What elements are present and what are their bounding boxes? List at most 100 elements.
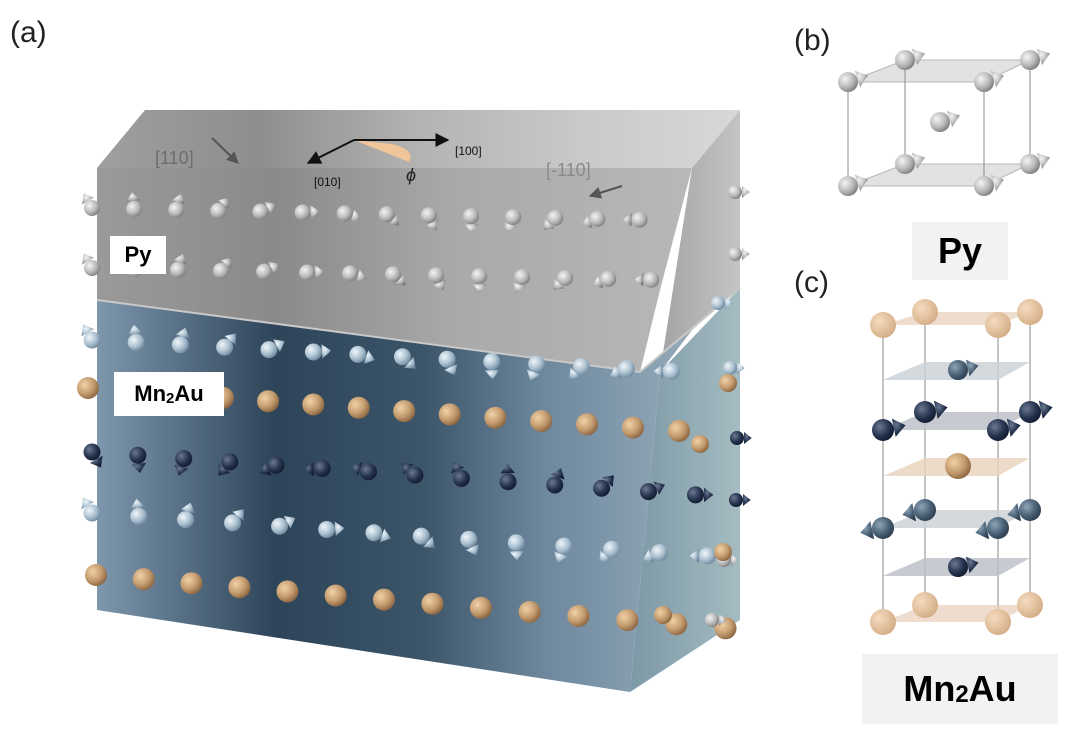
mn-spin-light [599,540,621,563]
py-cell-bottom-plane [847,163,1031,187]
py-spin [213,257,232,279]
mn-spin-dark [451,462,470,487]
au-atom [621,416,644,439]
mn-cell-spin-mid [1007,499,1041,522]
py-spin [294,204,320,221]
mn-spin-light [171,327,190,354]
mn-spin-dark [593,475,614,497]
py-cell-spin [1020,152,1050,174]
au-cell-atom [985,609,1011,635]
mn2au-side-face [630,288,740,692]
mn-spin-side [711,296,733,310]
mn-spin-dark [129,446,147,474]
py-spin [463,208,480,233]
py-spin [513,269,531,293]
au-atom [530,410,553,432]
au-atom [438,403,461,426]
py-spin [210,197,229,219]
au-atom [372,588,395,611]
mn-spin-dark [83,443,103,468]
py-side-face [660,110,740,372]
angle-wedge [354,140,411,162]
mn-cell-spin-mid [902,499,936,522]
mn-spin-dark [401,463,424,484]
au-atom [668,419,691,442]
au-atom-side [691,435,709,453]
au-atom [228,576,251,599]
mn-spin-dark [687,486,714,504]
py-spin [471,268,488,293]
slab-atoms [77,185,752,640]
au-atom [469,596,492,619]
py-spin [504,209,522,233]
au-atom-side [719,374,737,392]
direction-m110-label: [-110] [546,160,591,180]
mn-spin-dark [351,462,377,481]
py-spin [336,205,361,223]
mn-spin-light [127,324,145,351]
mn-cell-spin-mid [860,517,894,540]
mn-spin-light [393,348,416,369]
py-cell-atoms [838,48,1050,196]
py-spin [378,206,400,226]
angle-phi-label: ϕ [406,165,416,185]
py-spin [581,210,606,229]
panel-label-b: (b) [794,24,831,57]
direction-110-label: [110] [155,148,194,168]
mn-spin-light [653,362,680,380]
mn-spin-light [569,357,590,380]
mn-spin-light [609,360,635,379]
au-atom [347,396,370,419]
py-spin [168,193,185,218]
mn-spin-light [81,324,101,349]
au-atom [85,564,107,586]
mn-spin-light [643,544,668,563]
py-cell-top-plane [847,59,1031,83]
mn-spin-light [271,515,296,535]
panel-label-c: (c) [794,266,829,299]
au-cell-atom [985,312,1011,338]
mn-spin-light [318,521,345,538]
au-atom [576,413,599,436]
mn2au-caption-sub: 2 [955,681,969,708]
py-cell-spin [974,174,1004,196]
mn-spin-light [130,498,148,525]
mn-spin-dark [304,460,331,477]
py-cell-spin [1020,48,1050,70]
mn-spin-light [224,509,244,532]
mn-cell-spin-mid [975,517,1009,540]
py-cell-spin [974,70,1004,92]
py-spin-side [728,247,750,261]
mn-spin-light [177,502,195,529]
mn-cell-spin-dark [914,400,948,423]
mn-cell-spin-up [948,359,979,380]
panel-label-a: (a) [10,16,47,49]
au-cell-atom [1017,592,1043,618]
au-atom [421,592,444,615]
py-spin [553,269,574,291]
py-spin [543,209,564,231]
au-atom [257,390,280,413]
py-spin [428,267,446,291]
py-spin [342,265,367,283]
au-atom [276,580,299,603]
au-cell-atom [870,609,896,635]
au-atom [324,584,347,607]
mn-cell-spin-low [948,556,979,577]
mn2au-cell-atoms [860,299,1053,635]
mn-spin-light [554,537,573,563]
py-cell-spin [895,152,925,174]
mn2au-label-sub: 2 [166,389,175,407]
mn2au-label-suffix: Au [174,381,204,406]
mn-spin-light [412,527,435,548]
mn-spin-light [81,497,101,522]
py-spin [256,261,279,280]
mn-spin-side [723,361,745,375]
au-atom-side [714,543,732,561]
mn-spin-light [507,534,525,561]
py-layer-label: Py [110,236,166,274]
mn-spin-side [730,431,752,445]
direction-m110-arrow [588,185,623,199]
